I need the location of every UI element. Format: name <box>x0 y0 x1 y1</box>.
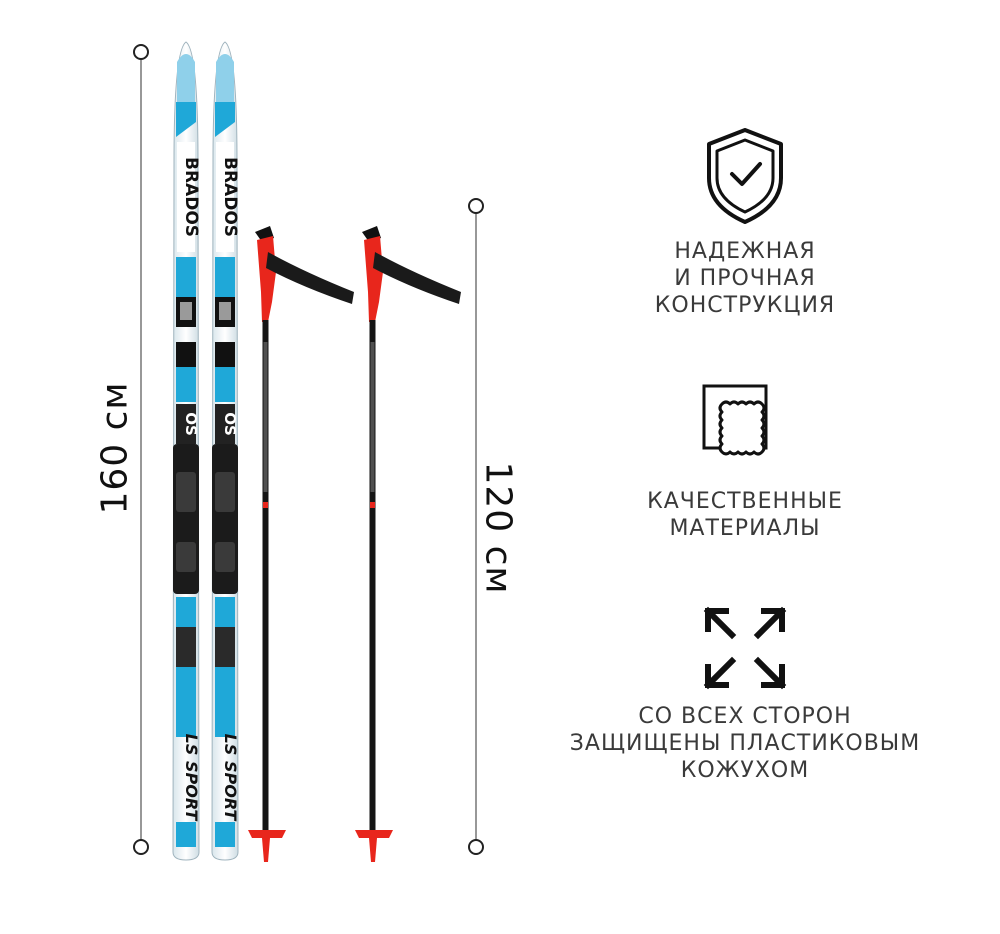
feature-text: КАЧЕСТВЕННЫЕ МАТЕРИАЛЫ <box>647 489 843 541</box>
expand-arrows-icon <box>703 606 787 690</box>
pole-right <box>355 226 461 862</box>
pole-dimension-line <box>468 198 484 855</box>
ski-right <box>211 41 241 861</box>
feature-plastic-cover: СО ВСЕХ СТОРОН ЗАЩИЩЕНЫ ПЛАСТИКОВЫМ КОЖУ… <box>540 603 950 784</box>
pole-left <box>248 226 354 862</box>
feature-quality-materials: КАЧЕСТВЕННЫЕ МАТЕРИАЛЫ <box>540 382 950 542</box>
feature-text: СО ВСЕХ СТОРОН ЗАЩИЩЕНЫ ПЛАСТИКОВЫМ КОЖУ… <box>569 704 921 783</box>
feature-reliable-construction: НАДЕЖНАЯ И ПРОЧНАЯ КОНСТРУКЦИЯ <box>540 126 950 319</box>
shield-check-icon <box>707 128 783 224</box>
pole-length-label: 120 см <box>477 461 519 595</box>
feature-text: НАДЕЖНАЯ И ПРОЧНАЯ КОНСТРУКЦИЯ <box>654 239 836 318</box>
material-layers-icon <box>702 384 768 456</box>
ski-length-label: 160 см <box>94 381 136 515</box>
ski-dimension-line <box>133 44 149 855</box>
ski-left <box>172 41 202 861</box>
